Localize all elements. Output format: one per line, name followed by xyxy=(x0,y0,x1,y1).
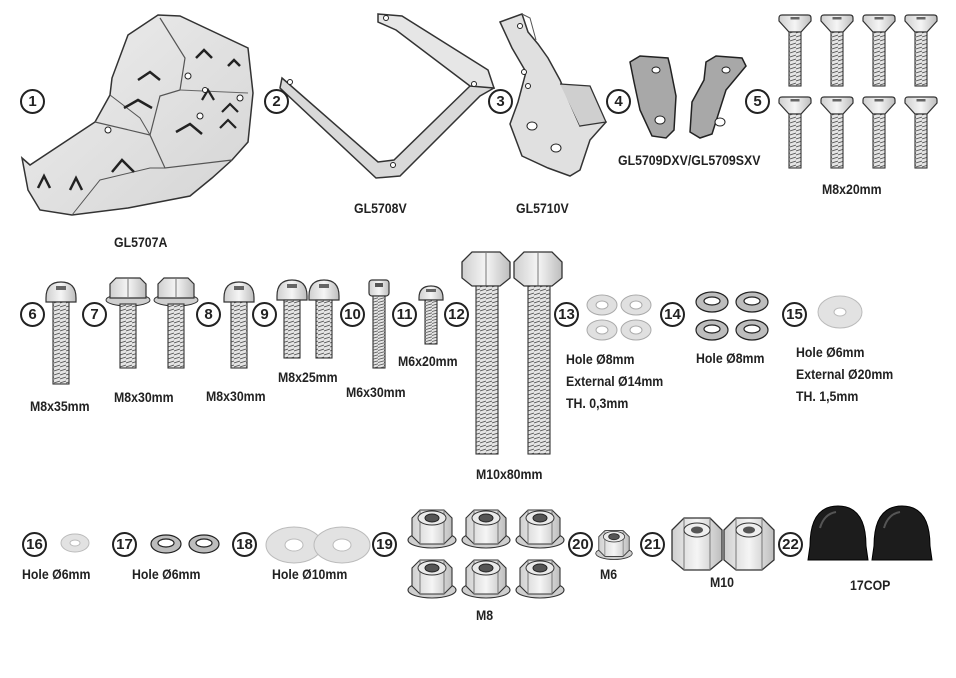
item-13-line-2: External Ø14mm xyxy=(566,373,664,389)
washer-15-illustration xyxy=(817,295,863,329)
item-number-10: 10 xyxy=(340,302,365,327)
item-label-22: 17COP xyxy=(850,577,891,593)
item-label-11: M6x20mm xyxy=(398,353,458,369)
item-label-3: GL5710V xyxy=(516,200,569,216)
u-bracket-illustration xyxy=(279,13,496,179)
bolt-11-illustration xyxy=(418,285,444,345)
item-number-17: 17 xyxy=(112,532,137,557)
item-number-5: 5 xyxy=(745,89,770,114)
item-label-4: GL5709DXV/GL5709SXV xyxy=(618,152,761,168)
bolt-6-illustration xyxy=(45,281,77,385)
item-label-9: M8x25mm xyxy=(278,369,338,385)
item-label-6: M8x35mm xyxy=(30,398,90,414)
nuts-21-illustration xyxy=(671,517,775,571)
item-label-2: GL5708V xyxy=(354,200,407,216)
item-13-line-1: Hole Ø8mm xyxy=(566,351,635,367)
item-label-12: M10x80mm xyxy=(476,466,543,482)
item-number-19: 19 xyxy=(372,532,397,557)
item-15-line-2: External Ø20mm xyxy=(796,366,894,382)
nut-20-illustration xyxy=(595,530,633,560)
item-number-13: 13 xyxy=(554,302,579,327)
item-label-8: M8x30mm xyxy=(206,388,266,404)
item-15-line-3: TH. 1,5mm xyxy=(796,388,859,404)
item-number-4: 4 xyxy=(606,89,631,114)
bolt-7-illustration xyxy=(105,277,199,369)
item-number-6: 6 xyxy=(20,302,45,327)
bolt-9-illustration xyxy=(276,279,340,359)
item-label-7: M8x30mm xyxy=(114,389,174,405)
item-label-17: Hole Ø6mm xyxy=(132,566,201,582)
item-number-9: 9 xyxy=(252,302,277,327)
bolt-10-illustration xyxy=(368,279,390,369)
lock-washers-17-illustration xyxy=(150,534,220,554)
item-15-line-1: Hole Ø6mm xyxy=(796,344,865,360)
item-label-21: M10 xyxy=(710,574,734,590)
item-number-1: 1 xyxy=(20,89,45,114)
item-label-13: Hole Ø8mm External Ø14mm TH. 0,3mm xyxy=(566,348,663,414)
item-number-22: 22 xyxy=(778,532,803,557)
washers-18-illustration xyxy=(265,526,371,564)
item-number-7: 7 xyxy=(82,302,107,327)
nuts-19-illustration xyxy=(407,509,565,599)
bolt-12-illustration xyxy=(461,251,563,455)
small-brackets-illustration xyxy=(629,55,747,139)
item-label-14: Hole Ø8mm xyxy=(696,350,765,366)
item-number-3: 3 xyxy=(488,89,513,114)
item-label-10: M6x30mm xyxy=(346,384,406,400)
washers-13-illustration xyxy=(586,294,652,341)
item-number-2: 2 xyxy=(264,89,289,114)
bolt-8-illustration xyxy=(223,281,255,369)
washer-16-illustration xyxy=(60,533,90,553)
item-number-11: 11 xyxy=(392,302,417,327)
item-label-20: M6 xyxy=(600,566,618,582)
item-number-21: 21 xyxy=(640,532,665,557)
flat-head-bolts-illustration xyxy=(778,14,938,169)
item-label-5: M8x20mm xyxy=(822,181,882,197)
item-label-15: Hole Ø6mm External Ø20mm TH. 1,5mm xyxy=(796,341,893,407)
item-13-line-3: TH. 0,3mm xyxy=(566,395,629,411)
item-number-15: 15 xyxy=(782,302,807,327)
item-label-19: M8 xyxy=(476,607,494,623)
lock-washers-14-illustration xyxy=(695,291,769,341)
item-number-18: 18 xyxy=(232,532,257,557)
item-number-20: 20 xyxy=(568,532,593,557)
side-bracket-illustration xyxy=(498,13,608,177)
skid-plate-illustration xyxy=(20,14,254,216)
caps-22-illustration xyxy=(807,505,933,561)
item-label-18: Hole Ø10mm xyxy=(272,566,348,582)
item-number-14: 14 xyxy=(660,302,685,327)
item-label-16: Hole Ø6mm xyxy=(22,566,91,582)
item-number-12: 12 xyxy=(444,302,469,327)
item-number-16: 16 xyxy=(22,532,47,557)
item-number-8: 8 xyxy=(196,302,221,327)
item-label-1: GL5707A xyxy=(114,234,168,250)
